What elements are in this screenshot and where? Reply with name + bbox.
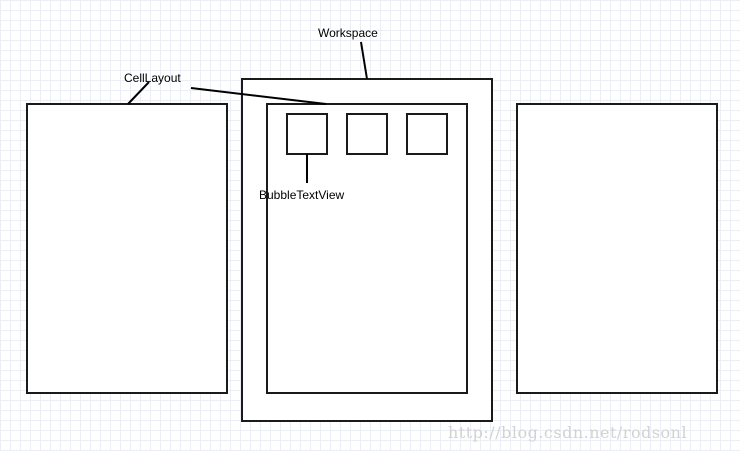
cell-layout-box — [266, 103, 468, 394]
cell-layout-label: CellLayout — [124, 71, 181, 85]
bubble-text-view-cell-3 — [406, 113, 448, 155]
right-page-box — [516, 103, 718, 394]
bubble-text-view-cell-2 — [346, 113, 388, 155]
cell-layout-connector-right — [190, 87, 327, 105]
workspace-connector — [360, 41, 368, 80]
watermark-text: http://blog.csdn.net/rodsonl — [448, 423, 688, 442]
bubble-text-view-label: BubbleTextView — [259, 188, 345, 202]
left-page-box — [26, 103, 228, 394]
cell-layout-connector-left — [127, 81, 150, 105]
workspace-label: Workspace — [318, 26, 378, 40]
